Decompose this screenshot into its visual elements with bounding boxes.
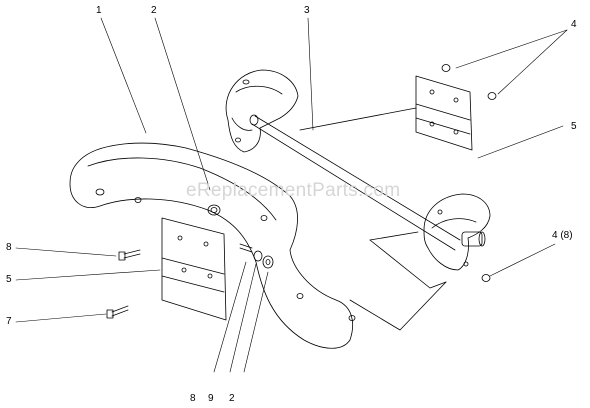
callout-part-2-bottom: 2 [229,393,235,404]
callout-part-3: 3 [304,5,310,16]
callout-part-8-bottom: 8 [190,393,196,404]
rear-bracket [415,75,473,151]
watermark: eReplacementParts.com [186,180,401,201]
front-bracket [161,217,227,321]
rear-auger-flight [225,69,299,153]
assembly-guide-lines [299,107,447,331]
callout-part-8-left: 8 [6,242,12,253]
callout-part-5-left: 5 [6,274,12,285]
callout-part-4-qty-8: 4 (8) [552,230,573,241]
callout-part-2-top: 2 [151,5,157,16]
hardware [106,64,497,319]
bearing [207,204,221,216]
callout-part-7: 7 [6,316,12,327]
front-auger-flight [423,193,491,271]
callout-part-1: 1 [96,5,102,16]
callout-part-9: 9 [208,393,214,404]
callout-part-4-top: 4 [571,19,577,30]
callout-part-5-right: 5 [571,121,577,132]
leader-lines [15,17,568,373]
auger-housing [69,142,356,349]
